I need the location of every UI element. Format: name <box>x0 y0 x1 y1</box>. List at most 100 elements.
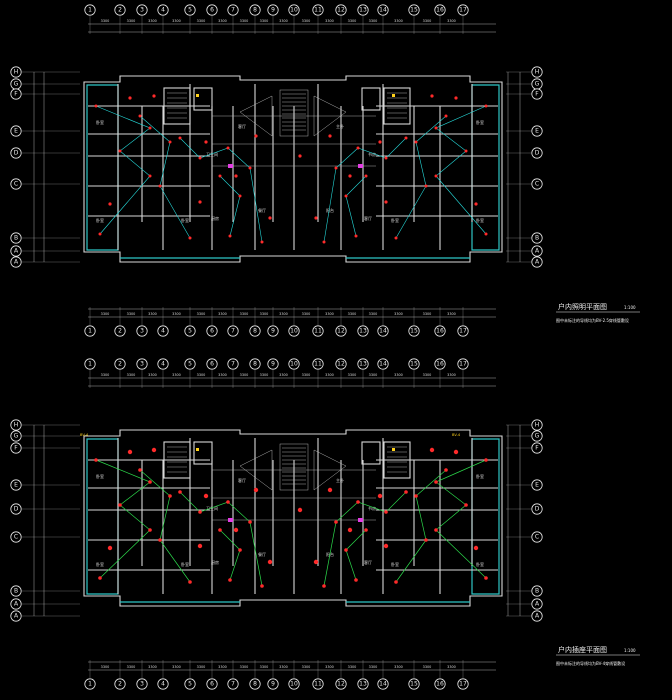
plan1-kitchen-box <box>163 87 191 125</box>
plan1-dim-value: 3300 <box>423 312 432 316</box>
plan2-axis-label: 15 <box>410 361 418 368</box>
plan2-fixture <box>377 493 383 499</box>
plan1-fixture <box>434 126 438 130</box>
plan2-row-bubble <box>531 430 543 442</box>
plan2-axis-label: 17 <box>459 681 467 688</box>
plan1-dim-value: 3300 <box>240 312 249 316</box>
plan1-title: 户内照明平面图 <box>558 302 607 311</box>
plan2-axis-label: 11 <box>314 361 322 368</box>
plan2-bath-box <box>361 441 381 465</box>
plan1-fixture <box>248 166 252 170</box>
plan2-fixture <box>168 494 172 498</box>
plan1-fixture <box>384 156 388 160</box>
plan1-room-label: 卧室 <box>391 217 399 223</box>
plan1-fixture <box>204 140 208 144</box>
plan1-row-bubble <box>531 256 543 268</box>
plan1-row-bubble <box>10 178 22 190</box>
plan2-dim-value: 3300 <box>240 373 249 377</box>
plan1-fixture <box>354 234 358 238</box>
plan2-axis-label: 12 <box>337 681 345 688</box>
plan2-stair <box>279 443 309 491</box>
plan2-row-bubble <box>531 598 543 610</box>
plan2-axis-label: 12 <box>337 361 345 368</box>
plan1-axis-label: 16 <box>436 328 444 335</box>
plan2-axis-label: 3 <box>140 361 144 368</box>
plan1-dim-value: 3300 <box>260 19 269 23</box>
plan1-axis-label: 16 <box>436 7 444 14</box>
plan1-fixture <box>148 174 152 178</box>
plan1-wire <box>219 175 241 237</box>
plan1-fixture <box>298 154 302 158</box>
plan2-room-label: 书房 <box>368 505 376 511</box>
plan2-row-bubble <box>10 419 22 431</box>
plan2-row-label: A <box>14 613 19 620</box>
plan1-row-bubble <box>10 88 22 100</box>
plan2-axis-label: 10 <box>290 681 298 688</box>
plan1-axis-label: 10 <box>290 7 298 14</box>
plan2-fixture <box>414 494 418 498</box>
plan1-fixture <box>328 134 332 138</box>
plan2-bath-marker <box>228 518 233 522</box>
plan2-dim-value: 3300 <box>394 665 403 669</box>
plan2-fixture <box>383 543 389 549</box>
plan2-dim-value: 3300 <box>279 665 288 669</box>
plan1-balcony-right <box>471 84 500 251</box>
plan2-lift-right <box>313 449 347 491</box>
plan2-axis-label: 2 <box>118 681 122 688</box>
plan2-fixture <box>94 458 98 462</box>
plan1-fixture <box>260 240 264 244</box>
plan2-row-bubble <box>10 479 22 491</box>
plan1-row-label: G <box>535 81 540 88</box>
plan2-axis-label: 6 <box>210 361 214 368</box>
plan2-bath-marker <box>358 518 363 522</box>
plan1-room-label: 厨房 <box>211 215 219 221</box>
plan2-row-label: B <box>535 588 539 595</box>
plan2-fixture <box>444 468 448 472</box>
plan2-fixture <box>158 538 162 542</box>
plan2-building-outline <box>83 429 503 607</box>
plan2-fixture <box>434 528 438 532</box>
plan2-axis-label: 15 <box>410 681 418 688</box>
plan1-row-label: B <box>14 235 18 242</box>
plan2-fixture <box>233 527 239 533</box>
plan2-dim-value: 3300 <box>127 373 136 377</box>
plan2-row-bubble <box>10 430 22 442</box>
plan1-fixture <box>168 140 172 144</box>
plan2-row-bubble <box>531 503 543 515</box>
plan1-dim-value: 3300 <box>101 312 110 316</box>
plan1-fixture <box>188 236 192 240</box>
plan2-room-label: 主卧 <box>336 477 344 483</box>
plan1-kitchen-box <box>383 87 411 125</box>
plan2-wire <box>179 491 263 587</box>
plan2-fixture <box>107 545 113 551</box>
plan1-balcony-left <box>86 84 119 251</box>
plan1-axis-label: 12 <box>337 7 345 14</box>
plan2-axis-label: 7 <box>231 681 235 688</box>
plan1-dim-value: 3300 <box>447 19 456 23</box>
plan1-row-label: A <box>14 248 19 255</box>
plan1-axis-label: 9 <box>271 7 275 14</box>
plan2-fixture <box>248 520 252 524</box>
plan2-row-label: H <box>535 422 540 429</box>
plan2-fixture <box>148 480 152 484</box>
plan2-fixture <box>98 576 102 580</box>
plan2-fixture <box>473 545 479 551</box>
plan1-fixture <box>484 104 488 108</box>
plan2-row-label: D <box>535 506 540 513</box>
plan1-fixture <box>454 96 458 100</box>
plan2-fixture <box>313 559 319 565</box>
plan2-dim-value: 3300 <box>197 665 206 669</box>
plan1-dim-value: 3300 <box>279 19 288 23</box>
plan1-dim-value: 3300 <box>348 312 357 316</box>
plan1-dim-value: 3300 <box>197 312 206 316</box>
plan2-wire <box>323 491 407 587</box>
plan2-row-bubble <box>10 585 22 597</box>
plan1-axis-label: 7 <box>231 7 235 14</box>
plan1-row-bubble <box>531 178 543 190</box>
plan2-room-label: 卧室 <box>476 561 484 567</box>
plan1-row-bubble <box>531 147 543 159</box>
plan2-dim-value: 3300 <box>101 665 110 669</box>
plan2-room-label: 卧室 <box>391 561 399 567</box>
plan1-fixture <box>484 232 488 236</box>
plan1-row-label: B <box>535 235 539 242</box>
